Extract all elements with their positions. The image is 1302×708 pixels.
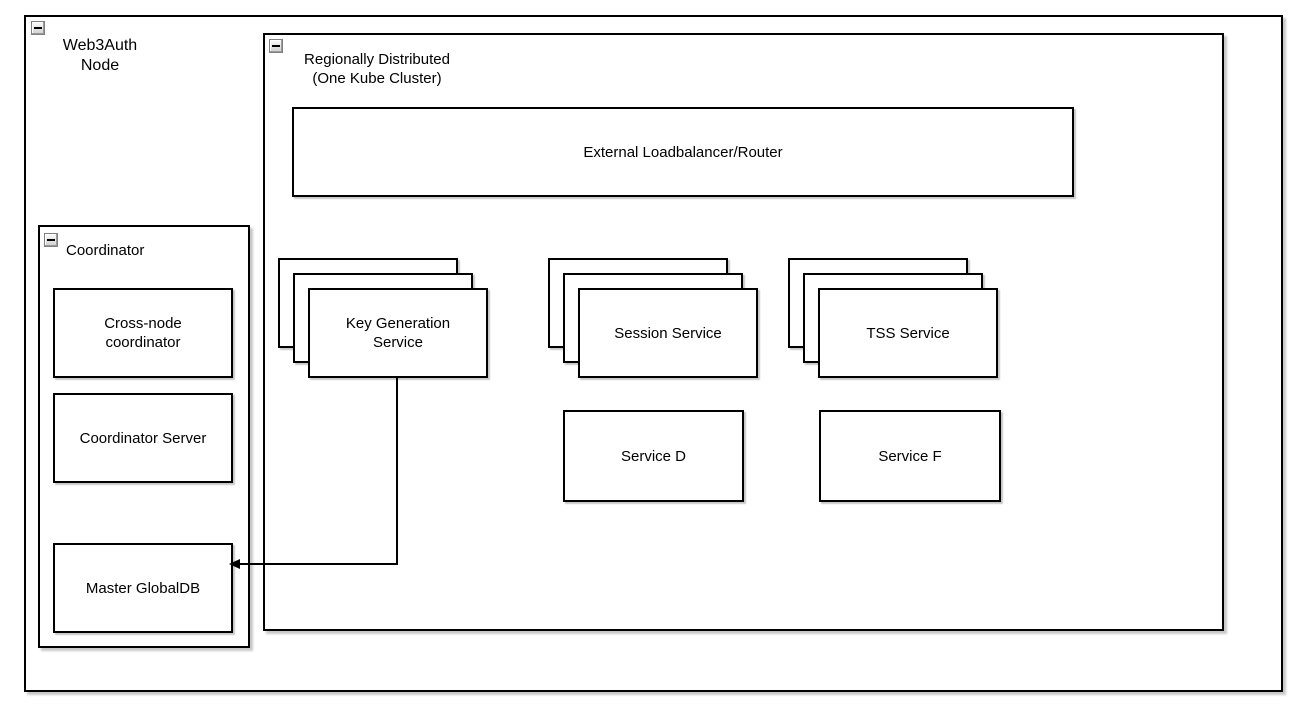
collapse-icon-region[interactable] xyxy=(269,39,283,53)
service-f-label: Service F xyxy=(878,447,942,465)
master-globaldb-box[interactable]: Master GlobalDB xyxy=(53,543,233,633)
service-f-box[interactable]: Service F xyxy=(819,410,1001,502)
coordinator-server-box[interactable]: Coordinator Server xyxy=(53,393,233,483)
arrow-keygen-to-masterdb-horizontal-segment[interactable] xyxy=(240,563,398,565)
service-d-box[interactable]: Service D xyxy=(563,410,744,502)
cross-node-coordinator-label: Cross-node coordinator xyxy=(104,315,182,351)
minus-icon xyxy=(34,27,42,29)
arrowhead-left-icon xyxy=(229,559,240,569)
minus-icon xyxy=(47,239,55,241)
key-generation-label: Key Generation Service xyxy=(345,315,451,351)
web3auth-node-label: Web3Auth Node xyxy=(62,37,138,74)
tss-service-label: TSS Service xyxy=(866,324,950,342)
coordinator-label: Coordinator xyxy=(66,242,145,259)
cross-node-coordinator-box[interactable]: Cross-node coordinator xyxy=(53,288,233,378)
minus-icon xyxy=(272,45,280,47)
region-label: Regionally Distributed (One Kube Cluster… xyxy=(304,51,450,87)
service-d-label: Service D xyxy=(620,447,687,465)
coordinator-server-label: Coordinator Server xyxy=(79,429,207,447)
arrow-keygen-to-masterdb-vertical-segment[interactable] xyxy=(396,377,398,565)
session-service-label: Session Service xyxy=(614,324,722,342)
collapse-icon-coordinator[interactable] xyxy=(44,233,58,247)
tss-service-box[interactable]: TSS Service xyxy=(818,288,998,378)
key-generation-box[interactable]: Key Generation Service xyxy=(308,288,488,378)
session-service-box[interactable]: Session Service xyxy=(578,288,758,378)
external-loadbalancer-box[interactable]: External Loadbalancer/Router xyxy=(292,107,1074,197)
external-loadbalancer-label: External Loadbalancer/Router xyxy=(583,143,783,161)
master-globaldb-label: Master GlobalDB xyxy=(85,579,201,597)
collapse-icon-web3auth[interactable] xyxy=(31,21,45,35)
